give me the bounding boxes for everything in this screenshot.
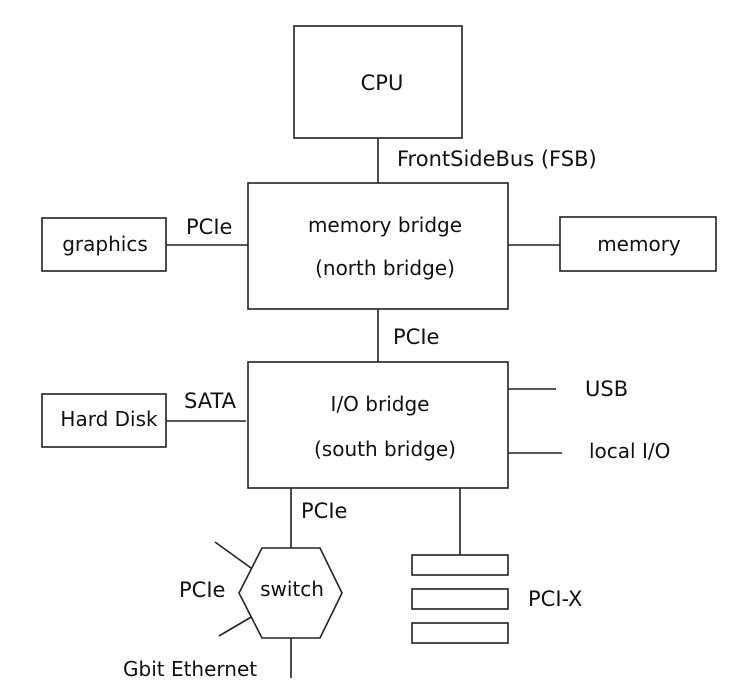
switch-hexagon (238, 547, 343, 639)
south-bridge-label-line2: (south bridge) (314, 437, 456, 461)
cpu-box (293, 25, 463, 139)
graphics-box (41, 217, 167, 272)
memory-label: memory (597, 232, 681, 256)
south-bridge-label-line1: I/O bridge (331, 392, 430, 416)
cpu-label: CPU (361, 71, 404, 95)
pcix-slot-2 (411, 588, 509, 610)
switch-label: switch (260, 577, 324, 601)
switch-port-lower-wire (218, 615, 254, 637)
hard-disk-label: Hard Disk (60, 407, 158, 431)
gbit-ethernet-label: Gbit Ethernet (123, 657, 257, 681)
north-bridge-label-line2: (north bridge) (315, 256, 455, 280)
sata-label: SATA (184, 389, 237, 413)
pcix-label: PCI-X (528, 587, 582, 611)
fsb-label: FrontSideBus (FSB) (397, 147, 597, 171)
hard-disk-box (41, 393, 167, 448)
usb-label: USB (585, 377, 628, 401)
north-bridge-label-line1: memory bridge (308, 213, 462, 237)
switch-ports-pcie-label: PCIe (179, 578, 225, 602)
local-io-label: local I/O (589, 439, 670, 463)
bridge-pcie-label: PCIe (393, 325, 439, 349)
graphics-label: graphics (62, 232, 148, 256)
south-bridge-box (247, 361, 509, 489)
pcix-slot-3 (411, 622, 509, 644)
pcix-slot-1 (411, 554, 509, 576)
switch-link-pcie-label: PCIe (301, 499, 347, 523)
graphics-pcie-label: PCIe (186, 215, 232, 239)
north-bridge-box (247, 182, 509, 310)
switch-port-upper-wire (214, 541, 252, 569)
memory-box (559, 216, 717, 272)
